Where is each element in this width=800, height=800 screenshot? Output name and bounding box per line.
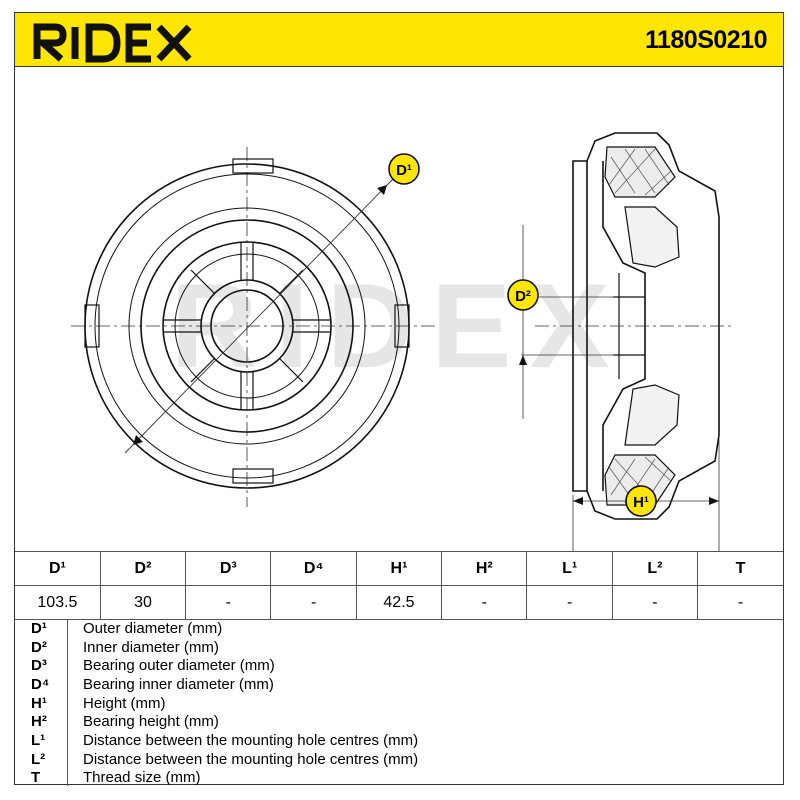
callout-d2-label: D² <box>515 288 531 305</box>
legend-divider <box>67 619 68 786</box>
value-d2: 30 <box>99 585 187 620</box>
value-l1: - <box>526 585 613 620</box>
header-h2: H² <box>441 551 528 586</box>
value-d3: - <box>185 585 272 620</box>
value-l2: - <box>611 585 699 620</box>
header-d3: D³ <box>185 551 272 586</box>
legend-row: D⁴ Bearing inner diameter (mm) <box>15 675 783 694</box>
dimensions-value-row: 103.5 30 - - 42.5 - - - - <box>15 585 783 620</box>
technical-drawing: RIDEX <box>71 132 735 551</box>
side-view <box>519 132 735 551</box>
callout-d1: D¹ <box>388 153 420 185</box>
value-h2: - <box>441 585 528 620</box>
legend-desc: Bearing height (mm) <box>83 713 219 731</box>
callout-h1: H¹ <box>625 485 657 517</box>
legend-row: L² Distance between the mounting hole ce… <box>15 750 783 769</box>
legend-desc: Bearing outer diameter (mm) <box>83 657 275 675</box>
value-t: - <box>697 585 783 620</box>
legend-code: H² <box>31 713 47 731</box>
legend-row: D³ Bearing outer diameter (mm) <box>15 656 783 675</box>
legend-code: D⁴ <box>31 675 50 693</box>
legend-desc: Distance between the mounting hole centr… <box>83 750 419 768</box>
legend-desc: Thread size (mm) <box>83 769 201 787</box>
header-d1: D¹ <box>15 551 101 586</box>
header-t: T <box>697 551 783 586</box>
product-sheet: 1180S0210 RIDEX <box>14 12 784 787</box>
legend-row: L¹ Distance between the mounting hole ce… <box>15 731 783 750</box>
value-d1: 103.5 <box>15 585 101 620</box>
callout-d2: D² <box>507 279 539 311</box>
legend: D¹ Outer diameter (mm) D² Inner diameter… <box>15 619 783 787</box>
legend-code: T <box>31 769 41 787</box>
header-d2: D² <box>99 551 187 586</box>
ridex-logo <box>33 23 192 63</box>
legend-code: L¹ <box>31 731 46 749</box>
legend-code: D² <box>31 638 47 656</box>
header-d4: D⁴ <box>270 551 357 586</box>
callout-d1-label: D¹ <box>396 162 412 179</box>
legend-row: D² Inner diameter (mm) <box>15 638 783 657</box>
legend-code: D¹ <box>31 619 47 637</box>
legend-code: L² <box>31 750 46 768</box>
legend-row: D¹ Outer diameter (mm) <box>15 619 783 638</box>
legend-desc: Height (mm) <box>83 694 166 712</box>
callout-h1-label: H¹ <box>633 494 649 511</box>
header-bar: 1180S0210 <box>15 13 783 67</box>
legend-desc: Inner diameter (mm) <box>83 638 219 656</box>
legend-row: T Thread size (mm) <box>15 769 783 788</box>
part-number: 1180S0210 <box>644 26 768 54</box>
header-l1: L¹ <box>526 551 613 586</box>
dimensions-table: D¹ D² D³ D⁴ H¹ H² L¹ L² T 103.5 30 - - 4… <box>15 551 783 620</box>
legend-row: H¹ Height (mm) <box>15 694 783 713</box>
dimensions-header-row: D¹ D² D³ D⁴ H¹ H² L¹ L² T <box>15 551 783 586</box>
front-view <box>71 147 435 507</box>
value-d4: - <box>270 585 357 620</box>
value-h1: 42.5 <box>355 585 443 620</box>
legend-row: H² Bearing height (mm) <box>15 712 783 731</box>
legend-code: H¹ <box>31 694 47 712</box>
header-l2: L² <box>611 551 699 586</box>
header-h1: H¹ <box>355 551 443 586</box>
legend-desc: Bearing inner diameter (mm) <box>83 675 274 693</box>
legend-code: D³ <box>31 657 47 675</box>
legend-desc: Outer diameter (mm) <box>83 619 223 637</box>
legend-desc: Distance between the mounting hole centr… <box>83 731 419 749</box>
